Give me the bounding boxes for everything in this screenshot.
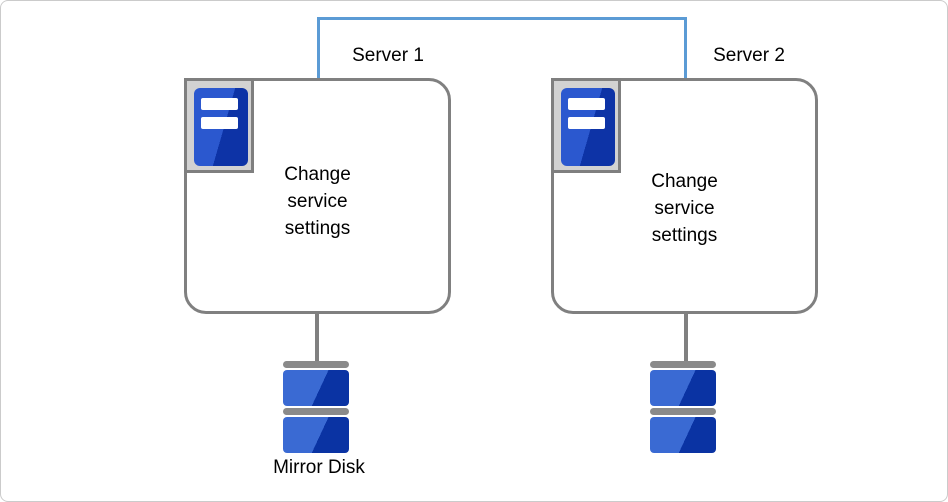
server2-label: Server 2 (713, 45, 785, 66)
server-tower-icon (184, 78, 254, 173)
server1-body-line: service (287, 191, 348, 212)
disk-platter (650, 417, 716, 453)
server2-body-line: service (654, 198, 715, 219)
server1-body-line: settings (284, 218, 351, 239)
mirror-disk-label: Mirror Disk (273, 457, 365, 478)
disk-cap (283, 361, 349, 368)
disk-cap (650, 361, 716, 368)
server1-label: Server 1 (352, 45, 424, 66)
mirror-disk-icon (283, 361, 349, 453)
server2-body-line: settings (651, 225, 718, 246)
disk-separator (650, 408, 716, 415)
server1-body-line: Change (284, 164, 351, 185)
disk-platter (283, 417, 349, 453)
server-tower-body (194, 88, 248, 166)
disk-separator (283, 408, 349, 415)
server2-body-line: Change (651, 171, 718, 192)
server-tower-body (561, 88, 615, 166)
server-drive-bay (201, 98, 238, 110)
server-drive-bay (201, 117, 238, 129)
server-drive-bay (568, 98, 605, 110)
server2-box (551, 78, 818, 314)
server1-body-text: Change service settings (184, 161, 451, 242)
disk-platter (650, 370, 716, 406)
server2-body-text: Change service settings (551, 168, 818, 249)
server-drive-bay (568, 117, 605, 129)
disk-platter (283, 370, 349, 406)
server-tower-icon (551, 78, 621, 173)
mirror-disk-icon (650, 361, 716, 453)
